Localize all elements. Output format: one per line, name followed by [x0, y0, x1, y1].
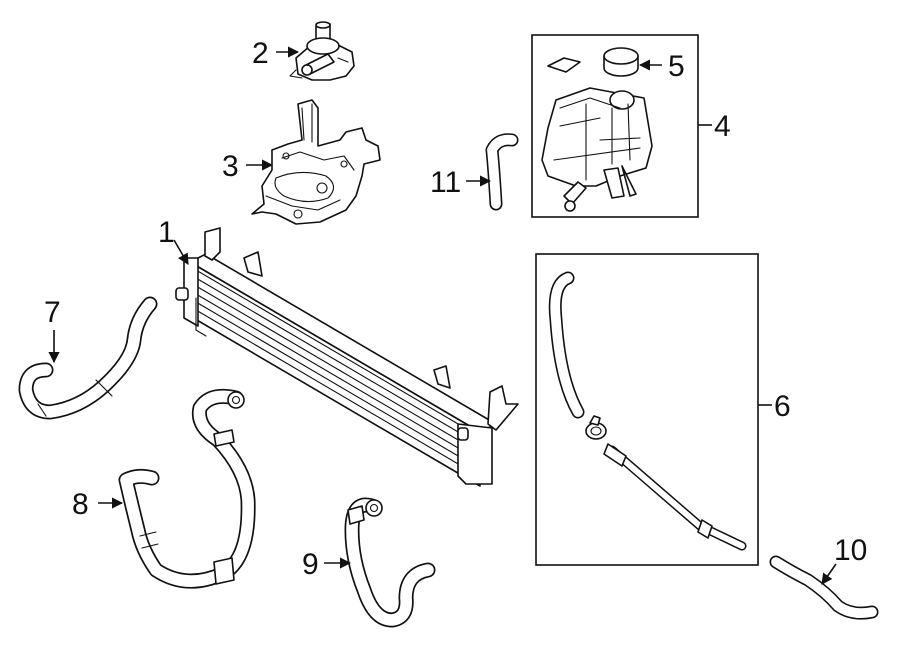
reservoir-tank — [541, 87, 653, 212]
pump-bracket — [251, 99, 381, 225]
hose-clamp — [585, 415, 607, 440]
reservoir-group-box — [531, 34, 699, 218]
reservoir-pad — [547, 57, 581, 73]
radiator-core — [175, 227, 519, 487]
callout-7: 7 — [44, 296, 61, 329]
leader-1 — [173, 239, 189, 265]
callout-1: 1 — [158, 216, 175, 249]
leader-10 — [821, 563, 837, 585]
callout-4: 4 — [714, 110, 731, 143]
hose-pipe-group — [535, 253, 759, 566]
callout-6: 6 — [774, 390, 791, 423]
callout-2: 2 — [252, 37, 269, 70]
hose-11 — [485, 133, 519, 211]
water-pump — [289, 21, 355, 81]
reservoir-group — [531, 34, 699, 218]
hose-7 — [18, 296, 158, 420]
callout-9: 9 — [302, 548, 319, 581]
reservoir-cap-top — [603, 47, 639, 65]
hose-8 — [118, 388, 256, 589]
hose-9 — [344, 497, 436, 628]
leader-lines — [48, 46, 837, 585]
callout-10: 10 — [834, 534, 867, 567]
callout-8: 8 — [72, 488, 89, 521]
hose-pipe-group-box — [535, 253, 759, 566]
callout-3: 3 — [222, 150, 239, 183]
hose-8-clip-upper — [213, 429, 235, 447]
hose-8-clip-lower — [213, 557, 235, 585]
callout-11: 11 — [430, 166, 461, 199]
callout-5: 5 — [668, 50, 685, 83]
callout-labels: 2 3 1 5 4 6 7 8 9 10 11 — [44, 37, 867, 581]
hose-10 — [769, 555, 879, 620]
